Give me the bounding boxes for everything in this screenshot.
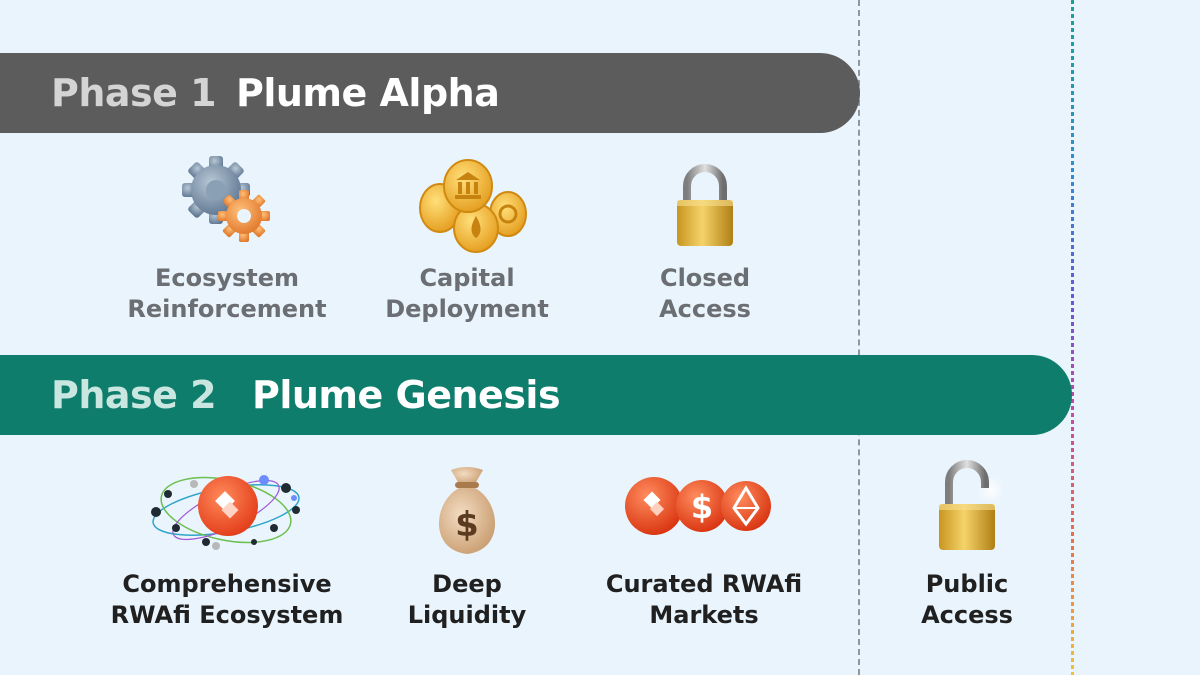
market-tokens-icon: $ [625, 477, 771, 535]
phase-1-item-closed-access-line2: Access [659, 295, 751, 323]
coins-icon [419, 159, 527, 253]
phase-1-item-capital-line1: Capital [419, 264, 515, 292]
lock-closed-icon [677, 164, 733, 246]
phase-2-item-ecosystem-line2: RWAfi Ecosystem [110, 601, 344, 629]
phase-2-item-ecosystem: Comprehensive RWAfi Ecosystem [102, 456, 352, 636]
phase-1-item-closed-access: Closed Access [630, 150, 780, 330]
phase-1-number: Phase 1 [51, 71, 217, 115]
ecosystem-orbit-icon [151, 475, 300, 550]
phase-1-item-closed-access-line1: Closed [659, 264, 751, 292]
phase-2-banner: Phase 2 Plume Genesis [0, 355, 1072, 435]
phase-1-name: Plume Alpha [236, 71, 500, 115]
phase-2-item-liquidity-line1: Deep [432, 570, 502, 598]
phase-2-item-liquidity-line2: Liquidity [407, 601, 527, 629]
phase-2-item-markets-line1: Curated RWAfi [605, 570, 803, 598]
phase-1-banner: Phase 1 Plume Alpha [0, 53, 860, 133]
phase-1-item-ecosystem-line1: Ecosystem [154, 264, 300, 292]
phase-1-item-capital-line2: Deployment [385, 295, 549, 323]
gears-icon [182, 156, 270, 242]
phase-1-item-ecosystem-line2: Reinforcement [127, 295, 327, 323]
phase-2-item-liquidity: $ Deep Liquidity [397, 456, 537, 636]
phase-2-item-ecosystem-line1: Comprehensive [122, 570, 332, 598]
phase-2-item-public-access-line2: Access [921, 601, 1013, 629]
svg-text:$: $ [455, 505, 479, 545]
svg-text:$: $ [691, 488, 713, 526]
phase-1-item-ecosystem: Ecosystem Reinforcement [118, 150, 336, 330]
phase-1-item-capital: Capital Deployment [372, 150, 562, 330]
phase-2-item-public-access: Public Access [892, 456, 1042, 636]
phase-2-name: Plume Genesis [252, 373, 561, 417]
phase-divider-rainbow [1071, 0, 1074, 675]
phase-divider-dashed [858, 0, 860, 675]
phase-2-item-public-access-line1: Public [925, 570, 1009, 598]
phase-2-item-markets: $ Curated RWAfi Markets [594, 456, 814, 636]
phase-2-number: Phase 2 [51, 373, 217, 417]
lock-open-icon [939, 460, 1005, 550]
money-bag-icon: $ [438, 467, 496, 554]
phase-2-item-markets-line2: Markets [649, 601, 759, 629]
